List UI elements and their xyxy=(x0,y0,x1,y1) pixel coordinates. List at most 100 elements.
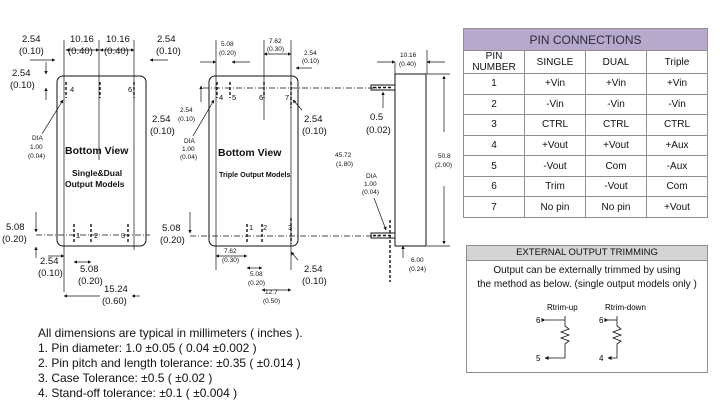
dim-text: 2.54 xyxy=(304,114,323,125)
bottom-view-single-dual: 4 6 1 2 3 Bottom View Single&Dual Output… xyxy=(2,34,181,307)
table-cell: -Vin xyxy=(646,93,708,116)
pin-label-6: 6 xyxy=(259,93,263,102)
dimension-notes: All dimensions are typical in millimeter… xyxy=(38,326,303,401)
case-outline-view1 xyxy=(56,75,147,247)
dim-text: 7.62 xyxy=(269,38,282,45)
rtrim-down-pin-top: 6 xyxy=(599,316,604,325)
table-cell: +Vout xyxy=(524,134,586,157)
table-cell: 5 xyxy=(463,155,525,177)
table-cell: CTRL xyxy=(646,114,708,136)
pin-label-5: 5 xyxy=(232,93,236,102)
dim-text: 5.08 xyxy=(162,223,181,234)
rtrim-down-label: Rtrim-down xyxy=(605,303,646,312)
table-cell: +Vin xyxy=(646,73,708,95)
dim-text: (0.04) xyxy=(180,154,197,161)
table-cell: +Vout xyxy=(646,196,708,218)
dim-text: 2.54 xyxy=(12,68,31,79)
dim-text: 2.54 xyxy=(304,264,323,275)
table-cell: +Vin xyxy=(524,73,586,95)
col-header-pin-number: PIN NUMBER xyxy=(463,50,525,74)
table-cell: 3 xyxy=(463,114,525,136)
rtrim-up-label: Rtrim-up xyxy=(547,303,578,312)
dim-text: (0.10) xyxy=(302,126,327,137)
trimming-line-2: the method as below. (single output mode… xyxy=(477,279,697,290)
dim-text: (0.10) xyxy=(302,276,327,287)
dim-text: 0.5 xyxy=(370,112,383,123)
col-header-single: SINGLE xyxy=(524,50,586,74)
table-cell: -Vout xyxy=(524,155,586,177)
table-cell: Com xyxy=(585,155,647,177)
dim-text: (0.40) xyxy=(68,46,93,57)
table-cell: 7 xyxy=(463,196,525,218)
view2-subtitle: Triple Output Models xyxy=(219,170,290,179)
external-trimming-box: EXTERNAL OUTPUT TRIMMING Output can be e… xyxy=(466,245,708,373)
dim-text: 1.00 xyxy=(364,181,377,188)
pin-label-3: 3 xyxy=(288,223,292,232)
pin-label-2: 2 xyxy=(94,231,98,240)
dim-text: (0.10) xyxy=(19,46,44,57)
rtrim-up-pin-top: 6 xyxy=(536,316,541,325)
col-header-triple: Triple xyxy=(646,50,708,74)
table-cell: -Vin xyxy=(524,93,586,116)
table-cell: -Vin xyxy=(585,93,647,116)
dim-text: 50.8 xyxy=(438,153,451,160)
pin-label-2: 2 xyxy=(263,223,267,232)
pin-label-4: 4 xyxy=(70,85,74,94)
dim-text: (0.04) xyxy=(362,189,379,196)
dim-text: 6.00 xyxy=(411,257,424,264)
dim-text: (0.10) xyxy=(38,268,63,279)
dim-text: 10.16 xyxy=(106,34,130,45)
bottom-view-triple: 4 5 6 7 1 2 3 Bottom View Triple Output … xyxy=(160,38,380,305)
rtrim-down-pin-bottom: 4 xyxy=(599,354,604,363)
dim-text: (0.40) xyxy=(399,61,416,68)
dim-text: 2.54 xyxy=(180,107,193,114)
dim-text: (0.02) xyxy=(366,125,391,136)
col-header-dual: DUAL xyxy=(585,50,647,74)
table-row: 1+Vin+Vin+Vin xyxy=(463,73,708,95)
table-cell: Trim xyxy=(524,175,586,198)
resistor-down xyxy=(611,316,623,359)
pin-label-7: 7 xyxy=(285,93,289,102)
notes-intro: All dimensions are typical in millimeter… xyxy=(38,326,303,340)
trimming-line-1: Output can be externally trimmed by usin… xyxy=(493,265,681,276)
side-view: 10.16 (0.40) 0.5 (0.02) 45.72 (1.80) 50.… xyxy=(335,50,452,282)
table-cell: CTRL xyxy=(524,114,586,136)
dim-text: (1.80) xyxy=(336,161,353,168)
note-item: 1. Pin diameter: 1.0 ±0.05 ( 0.04 ±0.002… xyxy=(38,341,257,355)
dim-text: (0.30) xyxy=(222,257,239,264)
dim-text: (0.10) xyxy=(302,58,319,65)
dim-text: (2.00) xyxy=(435,162,452,169)
pin-table-caption: PIN CONNECTIONS xyxy=(463,28,708,51)
resistor-up xyxy=(553,316,571,359)
pin-label-1: 1 xyxy=(249,223,253,232)
dim-text: (0.50) xyxy=(263,298,280,305)
dim-text: DIA xyxy=(184,138,196,145)
table-cell: +Aux xyxy=(646,134,708,157)
pin-connections-table: PIN CONNECTIONS PIN NUMBER SINGLE DUAL T… xyxy=(463,28,708,218)
dim-text: (0.20) xyxy=(248,280,265,287)
table-cell: No pin xyxy=(524,196,586,218)
dim-text: 2.54 xyxy=(304,50,317,57)
dim-text: 10.16 xyxy=(70,34,94,45)
table-cell: +Vin xyxy=(585,73,647,95)
table-cell: Com xyxy=(646,175,708,198)
table-cell: +Vout xyxy=(585,134,647,157)
table-cell: No pin xyxy=(585,196,647,218)
dim-text: 10.16 xyxy=(400,52,417,59)
table-cell: 1 xyxy=(463,73,525,95)
pin-label-6: 6 xyxy=(128,85,132,94)
side-top-pin-stub xyxy=(370,84,396,91)
dim-text: 12.7 xyxy=(265,289,278,296)
trimming-schematic: Rtrim-up 6 5 Rtrim-down 6 4 xyxy=(536,303,646,363)
side-bottom-pin-stub xyxy=(370,232,396,239)
case-outline-view2 xyxy=(208,75,299,247)
dim-text: 1.00 xyxy=(182,146,195,153)
view1-title: Bottom View xyxy=(65,145,129,157)
dim-text: (0.10) xyxy=(178,116,195,123)
note-item: 4. Stand-off tolerance: ±0.1 ( ±0.004 ) xyxy=(38,386,238,400)
table-row: 2-Vin-Vin-Vin xyxy=(463,93,708,116)
dim-text: 5.08 xyxy=(6,222,25,233)
